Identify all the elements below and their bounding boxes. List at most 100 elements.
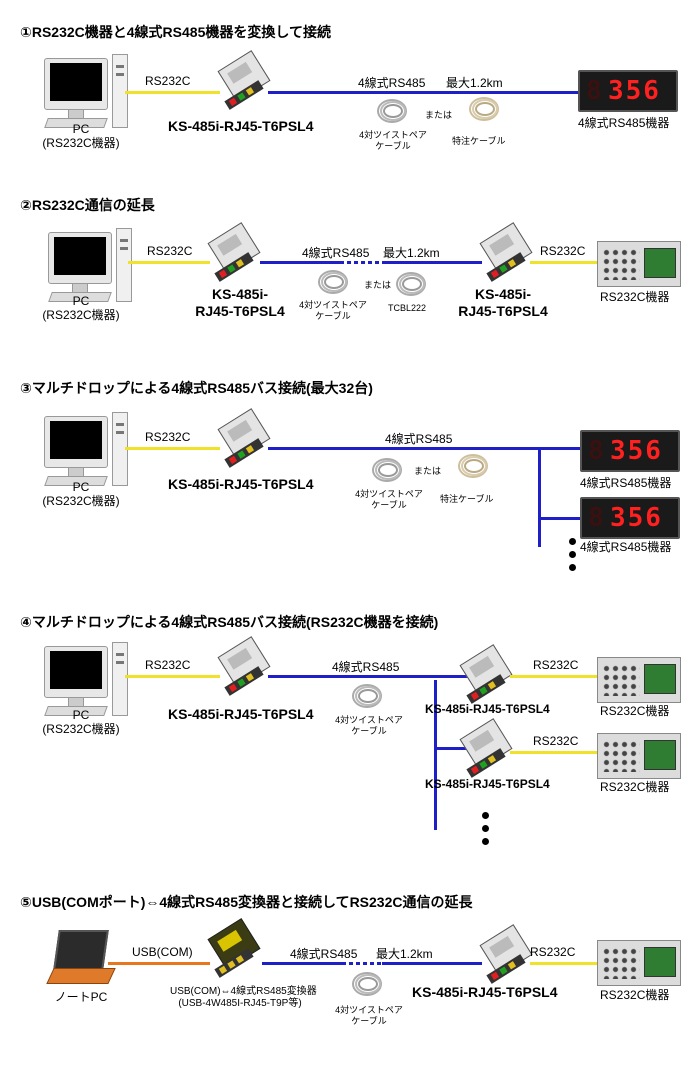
- rs232c-label: RS232C: [145, 74, 191, 88]
- twisted-pair-cable-icon: [350, 970, 384, 998]
- rs232c-label: RS232C: [145, 430, 191, 444]
- converter-box-icon: [217, 408, 271, 468]
- rs485-bus-trunk: [538, 447, 541, 547]
- usb-converter-label: USB(COM)⇔4線式RS485変換器(USB-4W485I-RJ45-T9P…: [170, 986, 317, 1009]
- rs485-label: 4線式RS485: [290, 947, 358, 961]
- rs232c-line: [530, 261, 598, 264]
- pc-label: PC(RS232C機器): [42, 708, 120, 736]
- rs232c-line-node-1: [510, 675, 598, 678]
- twisted-pair-cable-icon: [375, 97, 409, 125]
- rs485-device-label: 4線式RS485機器: [578, 116, 670, 130]
- rs232c-line-node-2: [510, 751, 598, 754]
- max-length-label: 最大1.2km: [376, 947, 433, 961]
- continuation-dot: [569, 551, 576, 558]
- rs232c-line: [530, 962, 598, 965]
- display-digits: 356: [608, 76, 661, 106]
- twisted-pair-cable-icon: [370, 456, 404, 484]
- converter-model-label-a: KS-485i-RJ45-T6PSL4: [195, 286, 285, 319]
- converter-box-icon-b: [479, 222, 533, 282]
- twisted-pair-cable-label: 4対ツイストペアケーブル: [355, 489, 423, 510]
- section-1-title: ①RS232C機器と4線式RS485機器を変換して接続: [20, 24, 331, 40]
- rs232c-device-label: RS232C機器: [600, 988, 670, 1002]
- section-3-title: ③マルチドロップによる4線式RS485バス接続(最大32台): [20, 380, 373, 396]
- node-2-model-label: KS-485i-RJ45-T6PSL4: [425, 777, 550, 791]
- usb-label: USB(COM): [132, 945, 193, 959]
- rs485-extended-line: [340, 261, 382, 264]
- rs485-label: 4線式RS485: [302, 246, 370, 260]
- node-2-rs232c-label: RS232C: [533, 734, 579, 748]
- rs232c-device-label: RS232C機器: [600, 290, 670, 304]
- twisted-pair-cable-label: 4対ツイストペアケーブル: [335, 715, 403, 736]
- converter-box-icon: [479, 924, 533, 984]
- node-1-model-label: KS-485i-RJ45-T6PSL4: [425, 702, 550, 716]
- rs485-bus-line: [268, 675, 468, 678]
- tcbl222-label: TCBL222: [388, 303, 427, 313]
- or-label: または: [414, 466, 442, 476]
- continuation-dot: [482, 838, 489, 845]
- pc-label: PC(RS232C機器): [42, 294, 120, 322]
- node-2-device-label: RS232C機器: [600, 780, 670, 794]
- pc-computer-icon: [48, 228, 138, 308]
- max-length-label: 最大1.2km: [446, 76, 503, 90]
- rs485-line: [382, 962, 482, 965]
- twisted-pair-cable-label: 4対ツイストペアケーブル: [359, 130, 427, 151]
- converter-model-label: KS-485i-RJ45-T6PSL4: [168, 476, 314, 492]
- converter-box-icon: [217, 636, 271, 696]
- pc-label: PC(RS232C機器): [42, 480, 120, 508]
- rs485-label: 4線式RS485: [358, 76, 426, 90]
- converter-box-icon-node-1: [459, 644, 513, 704]
- or-label: または: [425, 110, 453, 120]
- usb-converter-icon: [207, 918, 261, 978]
- rs485-bus-trunk: [434, 680, 437, 830]
- rs232c-equipment-icon: [597, 940, 681, 986]
- rs232c-label-right: RS232C: [540, 244, 586, 258]
- rs485-line: [262, 962, 342, 965]
- continuation-dot: [482, 812, 489, 819]
- converter-box-icon-a: [207, 222, 261, 282]
- twisted-pair-cable-label: 4対ツイストペアケーブル: [299, 300, 367, 321]
- rs232c-label: RS232C: [147, 244, 193, 258]
- rs485-line: [382, 261, 482, 264]
- tcbl222-cable-icon: [394, 270, 428, 298]
- rs232c-label: RS232C: [530, 945, 576, 959]
- rs485-device-label-1: 4線式RS485機器: [580, 476, 672, 490]
- rs232c-label: RS232C: [145, 658, 191, 672]
- laptop-icon: [46, 930, 116, 990]
- converter-model-label-b: KS-485i-RJ45-T6PSL4: [458, 286, 548, 319]
- laptop-label: ノートPC: [54, 990, 108, 1004]
- display-digits: 356: [610, 503, 663, 533]
- custom-cable-icon: [467, 95, 501, 123]
- rs232c-equipment-icon: [597, 241, 681, 287]
- custom-cable-label: 特注ケーブル: [440, 494, 494, 504]
- twisted-pair-cable-icon: [316, 268, 350, 296]
- display-digits: 356: [610, 436, 663, 466]
- converter-model-label: KS-485i-RJ45-T6PSL4: [168, 118, 314, 134]
- twisted-pair-cable-icon: [350, 682, 384, 710]
- rs485-line: [260, 261, 340, 264]
- rs232c-equipment-icon-2: [597, 733, 681, 779]
- rs485-device-label-2: 4線式RS485機器: [580, 540, 672, 554]
- usb-line: [108, 962, 210, 965]
- rs232c-equipment-icon-1: [597, 657, 681, 703]
- converter-box-icon: [217, 50, 271, 110]
- rs485-branch-line: [538, 517, 580, 520]
- section-2-title: ②RS232C通信の延長: [20, 197, 155, 213]
- section-5-title: ⑤USB(COMポート)⇔4線式RS485変換器と接続してRS232C通信の延長: [20, 894, 473, 910]
- rs485-line: [268, 91, 580, 94]
- pc-computer-icon: [44, 412, 134, 492]
- converter-model-label: KS-485i-RJ45-T6PSL4: [168, 706, 314, 722]
- max-length-label: 最大1.2km: [383, 246, 440, 260]
- continuation-dot: [569, 538, 576, 545]
- node-1-device-label: RS232C機器: [600, 704, 670, 718]
- converter-box-icon-node-2: [459, 718, 513, 778]
- rs232c-line: [125, 447, 220, 450]
- rs485-extended-line: [342, 962, 382, 965]
- custom-cable-label: 特注ケーブル: [452, 136, 506, 146]
- rs232c-line: [125, 675, 220, 678]
- rs485-label: 4線式RS485: [385, 432, 453, 446]
- rs232c-line: [125, 91, 220, 94]
- converter-model-label: KS-485i-RJ45-T6PSL4: [412, 984, 558, 1000]
